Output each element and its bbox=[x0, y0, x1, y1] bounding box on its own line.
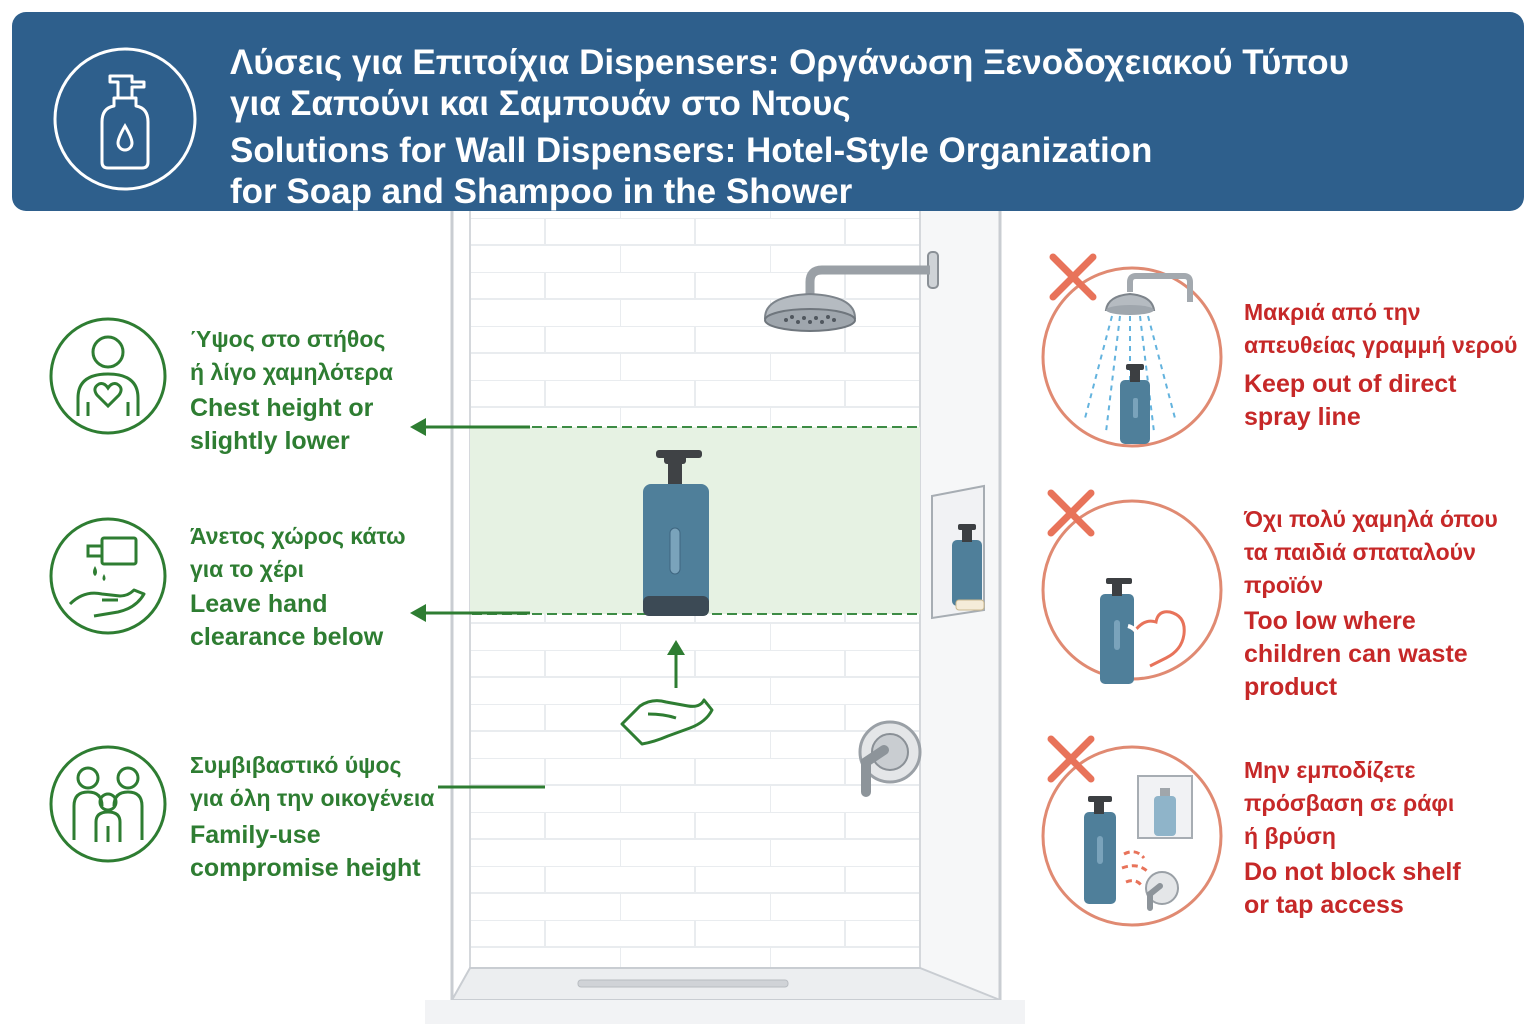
soap-dispenser-icon bbox=[53, 47, 197, 191]
title-english: Solutions for Wall Dispensers: Hotel-Sty… bbox=[230, 131, 1153, 211]
floor-drain bbox=[577, 979, 789, 988]
open-hand-icon bbox=[620, 698, 714, 746]
cross-mark-icon bbox=[1049, 253, 1097, 301]
shower-head-icon bbox=[763, 251, 939, 332]
wall-dispenser-bottle bbox=[643, 450, 709, 616]
header-banner: Λύσεις για Επιτοίχια Dispensers: Οργάνωσ… bbox=[12, 12, 1524, 211]
child-hand-icon bbox=[1041, 499, 1223, 684]
spray-line-icon bbox=[1041, 266, 1223, 448]
family-icon bbox=[49, 745, 167, 863]
cross-mark-icon bbox=[1047, 735, 1095, 783]
arrow-chest-height bbox=[410, 418, 530, 436]
blocked-shelf-tap-icon bbox=[1041, 745, 1223, 927]
wall-niche-shelf bbox=[931, 484, 985, 620]
arrow-hand-clearance bbox=[410, 604, 530, 622]
title-greek: Λύσεις για Επιτοίχια Dispensers: Οργάνωσ… bbox=[230, 43, 1349, 123]
hand-under-dispenser-icon bbox=[49, 517, 167, 635]
up-arrow bbox=[667, 640, 685, 688]
person-chest-heart-icon bbox=[49, 317, 167, 435]
shower-tap-icon bbox=[858, 720, 922, 797]
cross-mark-icon bbox=[1047, 489, 1095, 537]
